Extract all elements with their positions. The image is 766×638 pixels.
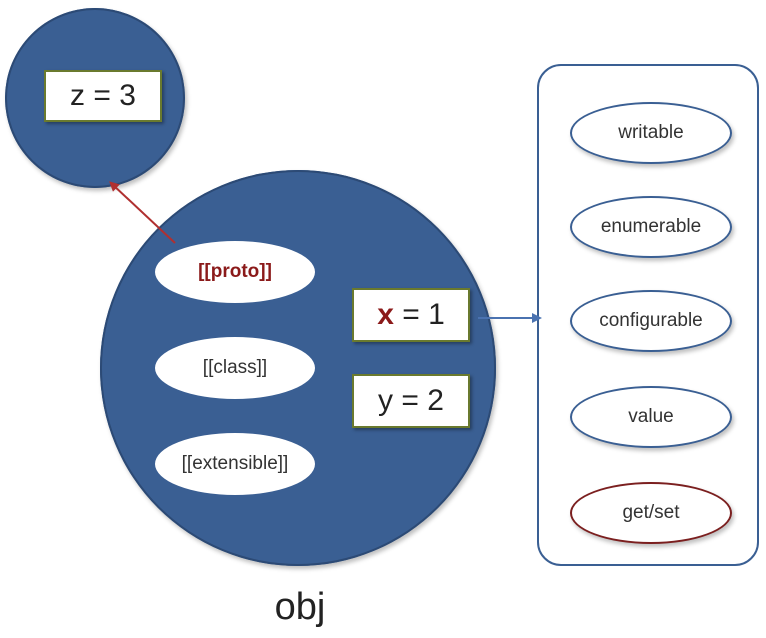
prop-y-value: 2	[427, 384, 444, 417]
prop-y-name: y	[378, 384, 394, 417]
prop-x-value: 1	[428, 298, 445, 331]
prop-x-name: x	[377, 298, 394, 331]
internal-slot-extensible: [[extensible]]	[154, 432, 316, 496]
attribute-writable: writable	[570, 102, 732, 164]
prop-x-op: =	[402, 298, 420, 331]
attribute-get-set: get/set	[570, 482, 732, 544]
prop-z-op: =	[93, 79, 111, 112]
property-y: y = 2	[352, 374, 470, 428]
internal-slot-class: [[class]]	[154, 336, 316, 400]
attribute-value: value	[570, 386, 732, 448]
attribute-enumerable: enumerable	[570, 196, 732, 258]
prop-z-value: 3	[119, 79, 136, 112]
property-x: x = 1	[352, 288, 470, 342]
object-label: obj	[274, 586, 326, 628]
prop-y-op: =	[401, 384, 419, 417]
attribute-configurable: configurable	[570, 290, 732, 352]
prototype-property-z: z = 3	[44, 70, 162, 122]
internal-slot-proto: [[proto]]	[154, 240, 316, 304]
prop-z-name: z	[70, 79, 86, 112]
